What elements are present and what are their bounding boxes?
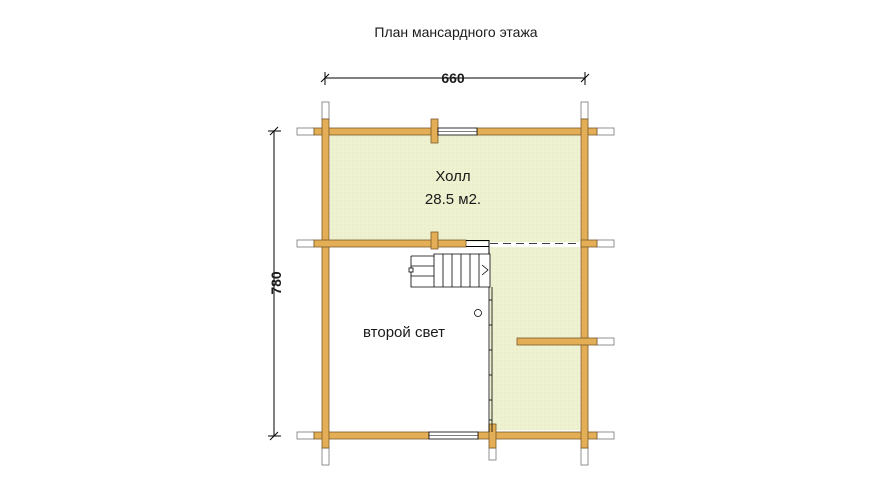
height-dimension-label: 780 (268, 271, 284, 295)
hall-area: 28.5 м2. (425, 191, 481, 208)
width-dimension-label: 660 (441, 70, 465, 86)
height-dimension (268, 126, 281, 441)
plan-title: План мансардного этажа (374, 24, 538, 40)
stair-headers (466, 240, 490, 254)
staircase (408, 253, 491, 288)
log-ends (296, 101, 615, 466)
hall-name: Холл (435, 168, 470, 185)
hall-floor (330, 134, 580, 242)
window-top (437, 127, 478, 136)
pipe-circle (474, 309, 482, 317)
window-bottom (428, 431, 479, 440)
second-light-label: второй свет (363, 324, 445, 341)
width-dimension (320, 72, 590, 85)
railing (488, 287, 493, 432)
